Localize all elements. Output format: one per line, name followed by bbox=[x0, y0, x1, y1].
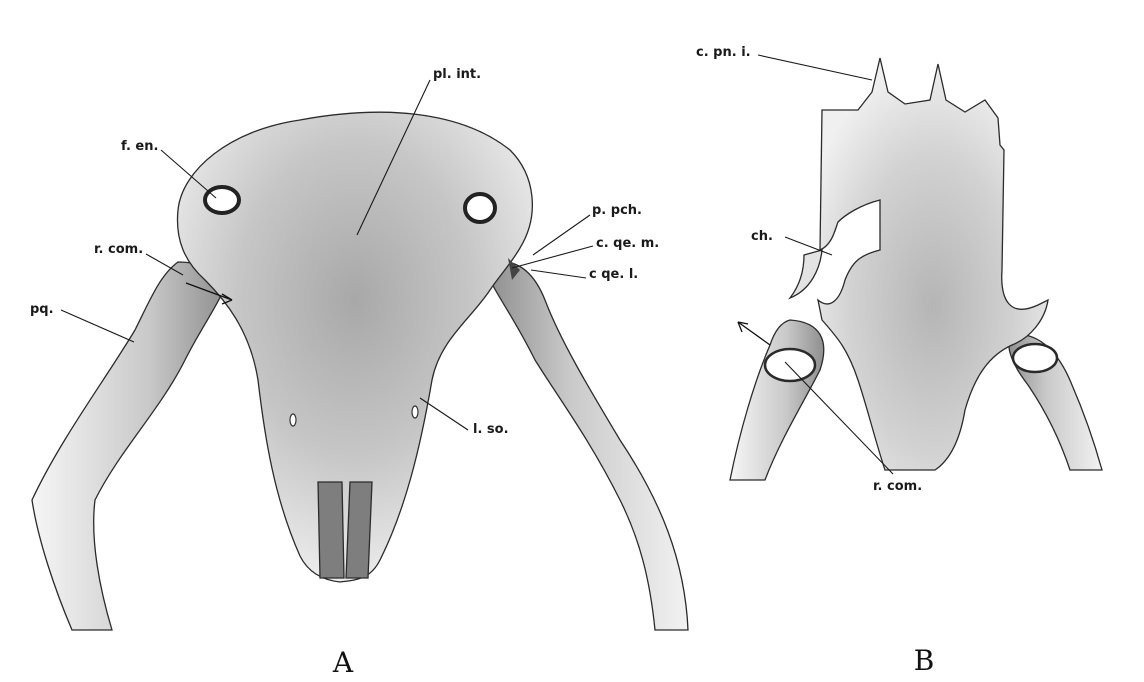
label-r-com-b: r. com. bbox=[873, 479, 922, 494]
leader-c-qe-m bbox=[512, 246, 593, 268]
horn-left bbox=[790, 250, 822, 298]
leader-l-so bbox=[420, 398, 468, 430]
palatoquadrate-right bbox=[490, 262, 688, 630]
label-c-qe-l: c qe. l. bbox=[589, 267, 638, 282]
label-f-en: f. en. bbox=[121, 139, 158, 154]
foramen-left bbox=[290, 414, 296, 426]
label-p-pch: p. pch. bbox=[592, 203, 642, 218]
panel-label-b: B bbox=[914, 644, 935, 677]
fenestra-right bbox=[465, 194, 495, 222]
label-c-pn-i: c. pn. i. bbox=[696, 45, 751, 60]
fenestra-left bbox=[205, 187, 239, 213]
label-l-so: l. so. bbox=[473, 422, 509, 437]
commissure-arrow-b bbox=[738, 322, 770, 345]
label-ch: ch. bbox=[751, 229, 773, 244]
label-pl-int: pl. int. bbox=[433, 67, 481, 82]
leader-c-pn-i bbox=[758, 55, 872, 80]
palatoquadrate-b-left bbox=[730, 320, 824, 480]
fenestra-b-right bbox=[1013, 344, 1057, 372]
foramen-right bbox=[412, 406, 418, 418]
leader-c-qe-l bbox=[531, 270, 586, 278]
leader-pq bbox=[61, 310, 134, 342]
palatoquadrate-left bbox=[32, 262, 226, 630]
panel-a-drawing bbox=[32, 112, 688, 630]
label-pq: pq. bbox=[30, 302, 54, 317]
fenestra-b-left bbox=[765, 349, 815, 381]
panel-label-a: A bbox=[332, 646, 354, 679]
label-r-com-a: r. com. bbox=[94, 242, 143, 257]
label-c-qe-m: c. qe. m. bbox=[596, 236, 659, 251]
plate-b bbox=[818, 58, 1048, 470]
panel-b-drawing bbox=[730, 58, 1102, 480]
